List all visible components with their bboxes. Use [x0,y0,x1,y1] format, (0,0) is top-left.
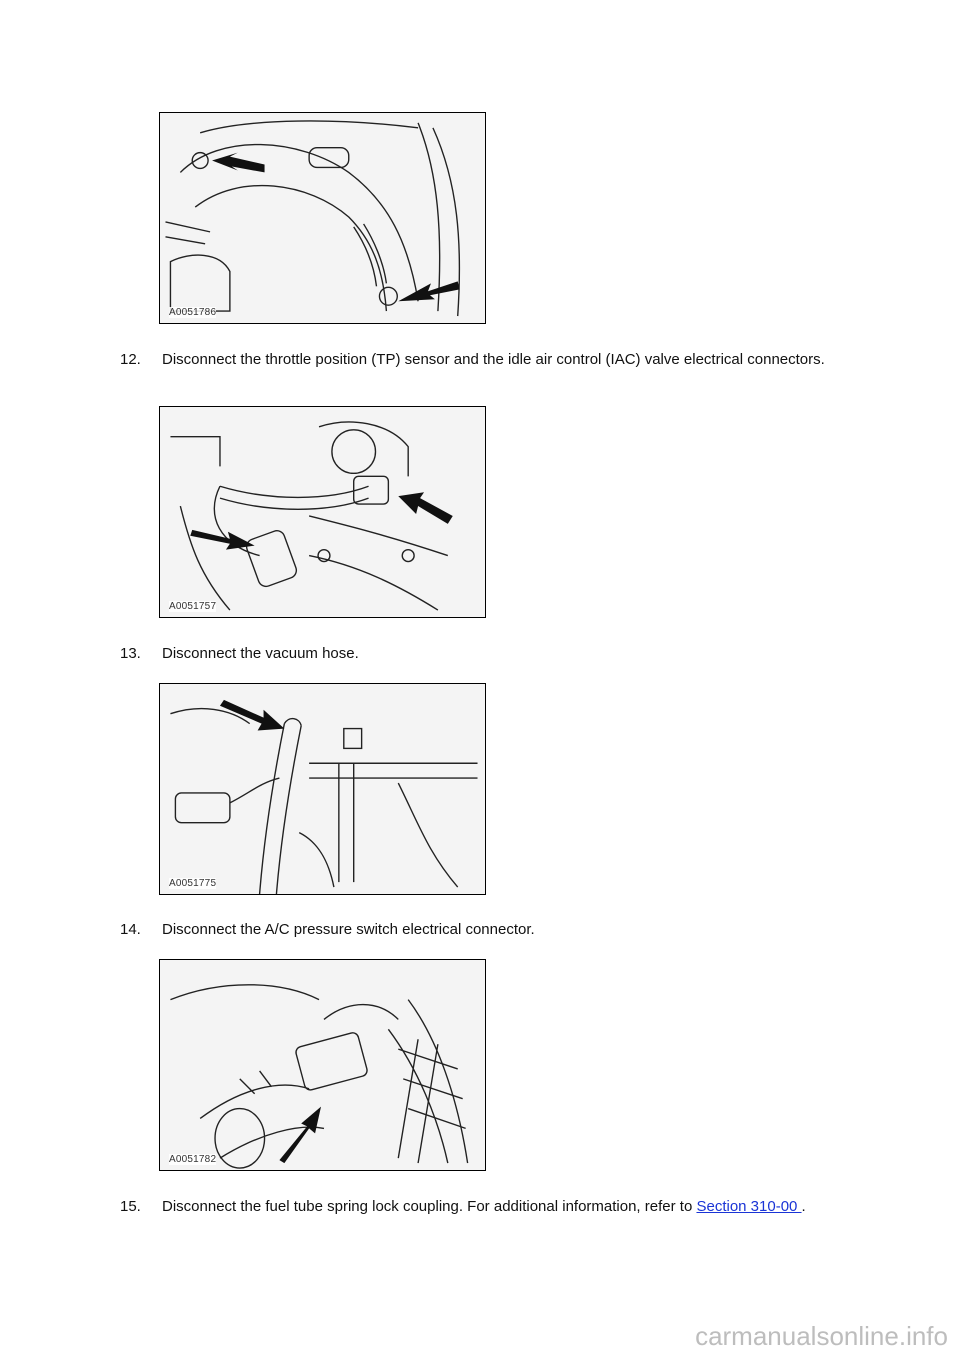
line-art-drawing [170,421,453,611]
step-13: 13. Disconnect the vacuum hose. [120,644,840,664]
step-text: Disconnect the throttle position (TP) se… [162,351,825,368]
step-12: 12. Disconnect the throttle position (TP… [120,350,840,390]
step-number: 12. [120,351,141,368]
illustration-tp-iac-connectors: A0051757 [159,406,486,618]
line-art-drawing [170,984,469,1169]
figure-code: A0051757 [169,601,217,612]
line-art-drawing [170,699,478,894]
figure-code: A0051786 [169,307,217,318]
step-number: 15. [120,1198,141,1215]
illustration-ac-pressure-switch: A0051782 [159,959,486,1171]
figure-code: A0051775 [169,878,217,889]
step-text: Disconnect the A/C pressure switch elect… [162,921,535,938]
watermark: carmanualsonline.info [695,1321,948,1351]
illustration-vacuum-hose: A0051775 [159,683,486,895]
figure-code: A0051782 [169,1154,217,1165]
step-text-after: . [801,1198,806,1215]
illustration-intake-hose-clamps: A0051786 [159,112,486,324]
line-art-drawing [165,120,461,317]
step-number: 13. [120,645,141,662]
step-14: 14. Disconnect the A/C pressure switch e… [120,920,840,940]
step-15: 15. Disconnect the fuel tube spring lock… [120,1197,840,1237]
section-310-00-link[interactable]: Section 310-00 [696,1198,802,1215]
step-text: Disconnect the fuel tube spring lock cou… [162,1197,832,1216]
step-text-before: Disconnect the fuel tube spring lock cou… [162,1198,697,1215]
step-text: Disconnect the vacuum hose. [162,645,359,662]
step-number: 14. [120,921,141,938]
